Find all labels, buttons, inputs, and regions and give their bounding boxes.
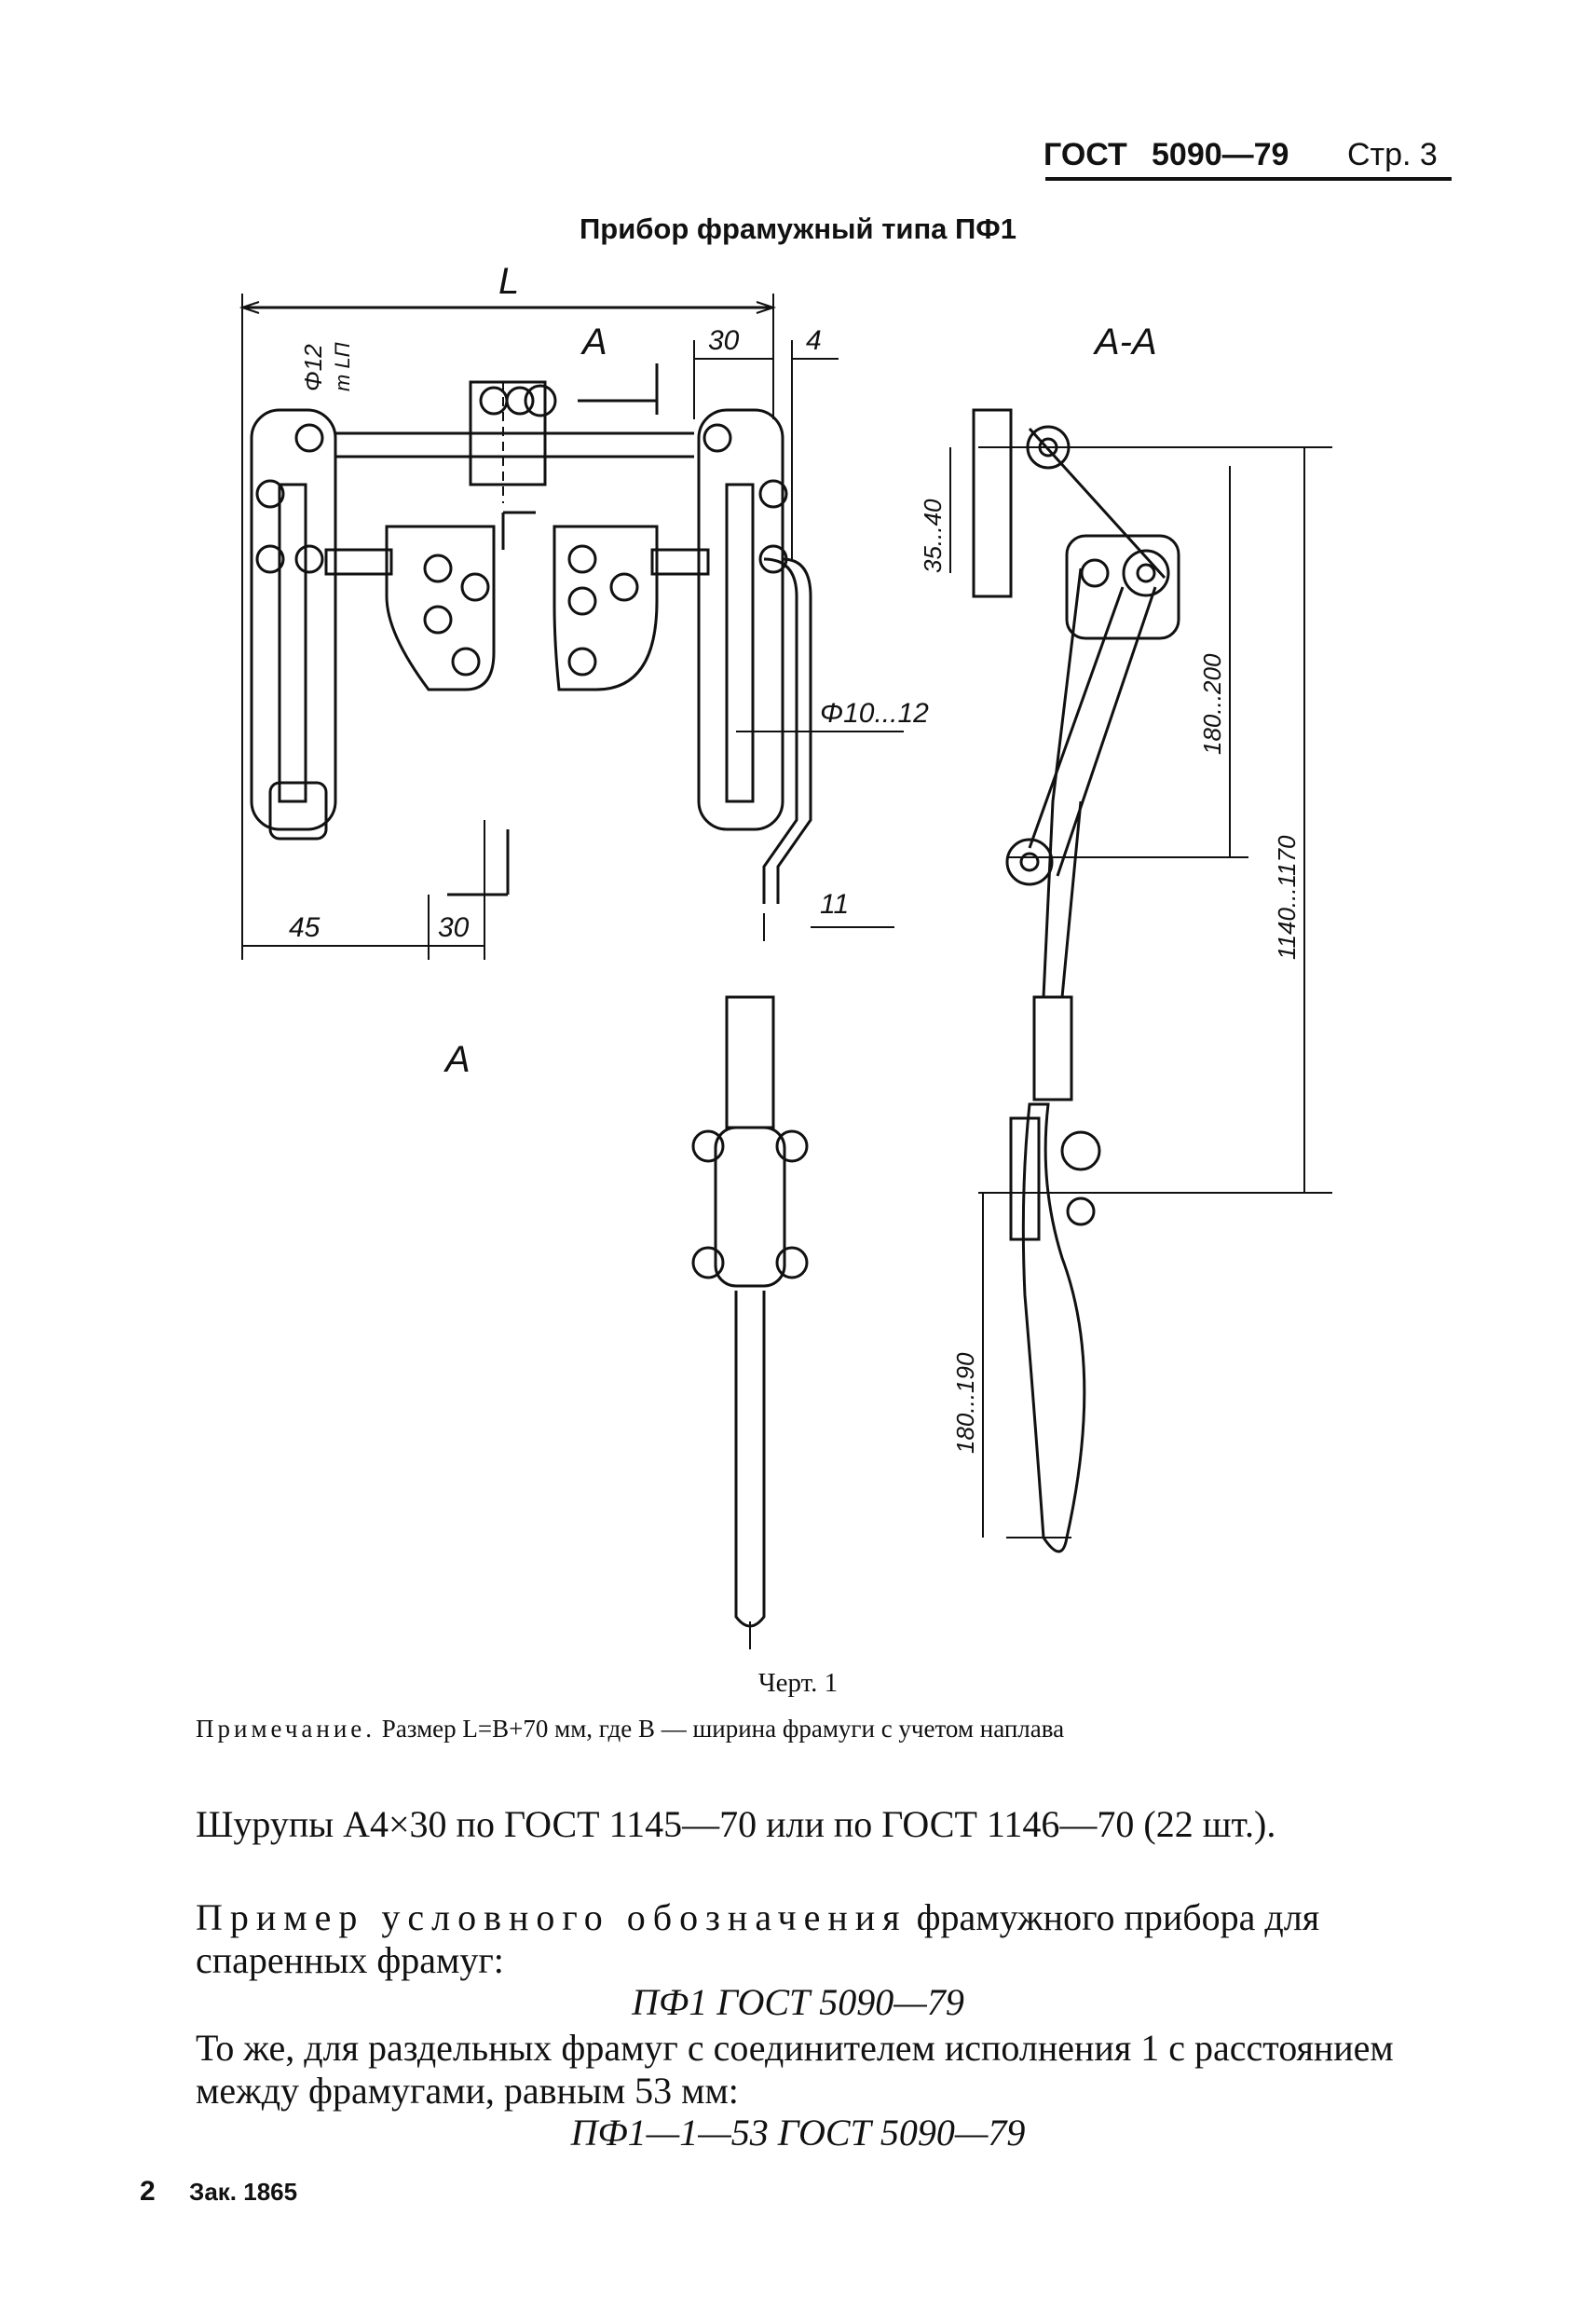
- designation-2: ПФ1—1—53 ГОСТ 5090—79: [570, 2112, 1026, 2154]
- dim-label-180-200: 180...200: [1198, 653, 1226, 755]
- dim-label-11: 11: [820, 889, 849, 920]
- section-title: A-A: [1093, 321, 1157, 362]
- technical-drawing: L A 30 4 Φ12 m LП Φ10...12 11 45 30 A A-…: [239, 261, 1332, 1649]
- right-bracket: [697, 408, 784, 831]
- page-footer: 2 Зак. 1865: [140, 2176, 297, 2208]
- header-standard: ГОСТ: [1044, 137, 1127, 172]
- header-rule: [1045, 177, 1452, 181]
- note-text: Размер L=B+70 мм, где B — ширина фрамуги…: [375, 1715, 1065, 1743]
- dim-label-30-bottom: 30: [438, 912, 470, 943]
- note: Примечание. Размер L=B+70 мм, где B — ши…: [196, 1713, 1463, 1744]
- right-plate: [552, 525, 659, 691]
- rod-coupling: [469, 380, 547, 486]
- header-page: Стр. 3: [1347, 137, 1438, 172]
- footer-order: Зак. 1865: [189, 2178, 298, 2206]
- section-mark-top: A: [580, 321, 607, 362]
- footer-page-number: 2: [140, 2176, 156, 2207]
- dim-label-phi12: Φ12: [299, 344, 327, 391]
- header-number: 5090—79: [1152, 137, 1289, 172]
- handle-lever: [734, 1291, 766, 1628]
- example-text: фрамужного прибора для спаренных фрамуг:: [196, 1896, 1320, 1981]
- designation-1: ПФ1 ГОСТ 5090—79: [632, 1981, 964, 2023]
- example-paragraph: Пример условного обозначения фрамужного …: [196, 1896, 1463, 1982]
- dim-label-35-40: 35...40: [919, 499, 947, 573]
- section-handle: [1021, 1102, 1086, 1553]
- dim-label-45: 45: [289, 912, 321, 943]
- example-label: Пример условного обозначения: [196, 1896, 907, 1938]
- dim-label-180-190: 180...190: [951, 1352, 979, 1454]
- dim-label-phi10-12: Φ10...12: [820, 698, 929, 729]
- dim-label-4: 4: [806, 325, 822, 356]
- left-plate: [385, 525, 496, 691]
- dim-label-1140-1170: 1140...1170: [1273, 835, 1301, 960]
- page-header: ГОСТ 5090—79 Стр. 3: [1044, 121, 1453, 173]
- dim-label-L: L: [498, 261, 519, 302]
- handle-housing: [725, 995, 775, 1129]
- figure-title: Прибор фрамужный типа ПФ1: [580, 212, 1016, 245]
- note-label: Примечание.: [196, 1715, 376, 1743]
- section-frame: [972, 408, 1013, 598]
- section-mark-bottom: A: [443, 1039, 471, 1080]
- operating-rod: [762, 557, 798, 904]
- dim-label-mlp: m LП: [331, 342, 354, 391]
- same-paragraph: То же, для раздельных фрамуг с соедините…: [196, 2027, 1394, 2112]
- dim-label-30-top: 30: [708, 325, 740, 356]
- left-bracket: [250, 408, 337, 831]
- figure-caption: Черт. 1: [757, 1668, 839, 1698]
- screws-paragraph: Шурупы А4×30 по ГОСТ 1145—70 или по ГОСТ…: [196, 1803, 1276, 1845]
- section-arm: [1056, 586, 1157, 877]
